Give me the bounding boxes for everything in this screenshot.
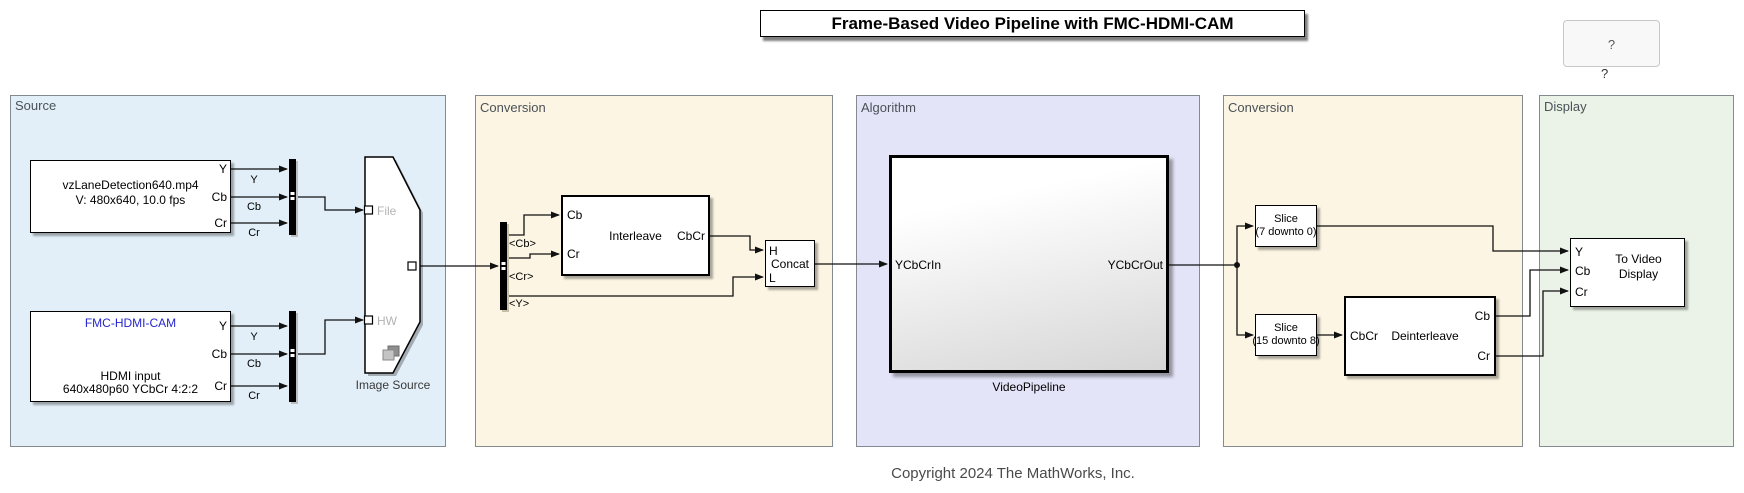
image-source-out-port[interactable] xyxy=(407,261,417,271)
wire-slice-low-to-display-y[interactable] xyxy=(1317,225,1569,255)
signal-label[interactable]: Cb xyxy=(246,201,262,213)
deinterleave-out-cr: Cr xyxy=(1477,349,1490,363)
media-file-line1: vzLaneDetection640.mp4 xyxy=(62,178,199,192)
tvd-port-y: Y xyxy=(1575,245,1584,259)
slice-high-block[interactable]: Slice (15 downto 8) xyxy=(1252,314,1320,356)
to-video-display-block[interactable] xyxy=(1570,238,1685,307)
media-file-block[interactable] xyxy=(30,160,231,233)
concat-name: Concat xyxy=(770,257,810,271)
wire-mux2-to-hw-port[interactable] xyxy=(296,316,364,355)
deinterleave-out-cb: Cb xyxy=(1474,309,1490,323)
area-conversion-2-label: Conversion xyxy=(1228,100,1294,115)
wire-mux1-to-file-port[interactable] xyxy=(296,196,364,214)
video-pipeline-in: YCbCrIn xyxy=(895,258,942,272)
hdmi-cam-port-cb: Cb xyxy=(211,347,227,361)
area-conversion-1-label: Conversion xyxy=(480,100,546,115)
signal-label[interactable]: Cr xyxy=(248,390,260,402)
slice-high-line2: (15 downto 8) xyxy=(1252,335,1320,347)
wire-bus-cb[interactable] xyxy=(507,211,560,236)
wire-deinterleave-cr[interactable] xyxy=(1496,287,1569,357)
slice-high-line1: Slice xyxy=(1274,322,1298,334)
media-file-port-cr: Cr xyxy=(214,216,227,230)
image-source-block[interactable] xyxy=(364,156,421,374)
deinterleave-in: CbCr xyxy=(1350,329,1379,343)
image-source-name: Image Source xyxy=(355,378,431,392)
signal-label[interactable]: Cb xyxy=(246,358,262,370)
area-display-label: Display xyxy=(1544,99,1587,114)
tvd-line1: To Video xyxy=(1615,252,1662,266)
deinterleave-name: Deinterleave xyxy=(1391,329,1459,343)
interleave-in-cb: Cb xyxy=(567,208,583,222)
wire-branch-slice-low[interactable] xyxy=(1236,222,1254,265)
concat-in-l: L xyxy=(769,271,776,285)
wire-deinterleave-cb[interactable] xyxy=(1496,266,1569,317)
mux2-gap xyxy=(290,354,295,357)
video-pipeline-out: YCbCrOut xyxy=(1107,258,1163,272)
mux2-gap xyxy=(290,349,295,352)
wire-bus-cr[interactable] xyxy=(507,250,560,259)
signal-label[interactable]: Y xyxy=(250,331,258,343)
image-source-hw-port[interactable] xyxy=(363,315,374,325)
hdmi-cam-block[interactable] xyxy=(30,311,231,402)
mux1-gap xyxy=(290,197,295,200)
image-source-file-port[interactable] xyxy=(363,205,374,215)
wire-interleave-to-concat[interactable] xyxy=(710,235,764,254)
bus-gap xyxy=(501,262,506,265)
bus-label-cb: <Cb> xyxy=(509,238,536,250)
media-file-port-y: Y xyxy=(218,162,227,176)
media-file-line2: V: 480x640, 10.0 fps xyxy=(75,193,186,207)
signal-label[interactable]: Cr xyxy=(248,227,260,239)
interleave-in-cr: Cr xyxy=(567,247,580,261)
bus-gap xyxy=(501,267,506,270)
interleave-block[interactable] xyxy=(561,195,710,276)
video-pipeline-block[interactable] xyxy=(889,155,1169,373)
slice-low-line1: Slice xyxy=(1274,213,1298,225)
concat-in-h: H xyxy=(769,244,778,258)
area-source-label: Source xyxy=(15,98,57,113)
bus-selector-bar[interactable] xyxy=(500,222,507,310)
tvd-text: To Video Display xyxy=(1596,252,1681,282)
hdmi-cam-port-y: Y xyxy=(218,319,227,333)
hdmi-cam-port-cr: Cr xyxy=(214,379,227,393)
wire-branch-slice-high[interactable] xyxy=(1236,265,1254,339)
help-link[interactable]: ? xyxy=(1601,66,1609,81)
interleave-name: Interleave xyxy=(609,229,662,243)
video-pipeline-name: VideoPipeline xyxy=(992,380,1066,394)
help-placeholder[interactable]: ? xyxy=(1563,20,1660,67)
hdmi-cam-line1: HDMI input xyxy=(100,369,161,383)
concat-block[interactable] xyxy=(765,240,815,287)
area-conversion-2[interactable] xyxy=(1223,95,1523,447)
media-file-text: vzLaneDetection640.mp4 V: 480x640, 10.0 … xyxy=(30,178,231,208)
bus-label-cr: <Cr> xyxy=(509,271,534,283)
wire-bus-y[interactable] xyxy=(507,273,764,297)
copyright-annotation: Copyright 2024 The MathWorks, Inc. xyxy=(891,465,1135,482)
slice-low-line2: (7 downto 0) xyxy=(1255,226,1317,238)
area-algorithm-label: Algorithm xyxy=(861,100,916,115)
image-source-hw-label: HW xyxy=(377,314,397,328)
title-annotation: Frame-Based Video Pipeline with FMC-HDMI… xyxy=(760,10,1305,37)
mux1-gap xyxy=(290,192,295,195)
image-source-file-label: File xyxy=(377,204,397,218)
image-icon xyxy=(382,345,400,361)
hdmi-cam-line2: 640x480p60 YCbCr 4:2:2 xyxy=(62,382,199,396)
interleave-out-cbcr: CbCr xyxy=(676,229,705,243)
deinterleave-block[interactable] xyxy=(1344,296,1496,376)
hdmi-cam-link[interactable]: FMC-HDMI-CAM xyxy=(84,316,177,330)
tvd-line2: Display xyxy=(1618,267,1659,281)
tvd-port-cr: Cr xyxy=(1575,285,1588,299)
signal-label[interactable]: Y xyxy=(250,174,258,186)
tvd-port-cb: Cb xyxy=(1575,264,1591,278)
bus-label-y: <Y> xyxy=(509,298,530,310)
slice-low-block[interactable]: Slice (7 downto 0) xyxy=(1255,205,1317,247)
branch-dot xyxy=(1234,262,1240,268)
media-file-port-cb: Cb xyxy=(211,190,227,204)
